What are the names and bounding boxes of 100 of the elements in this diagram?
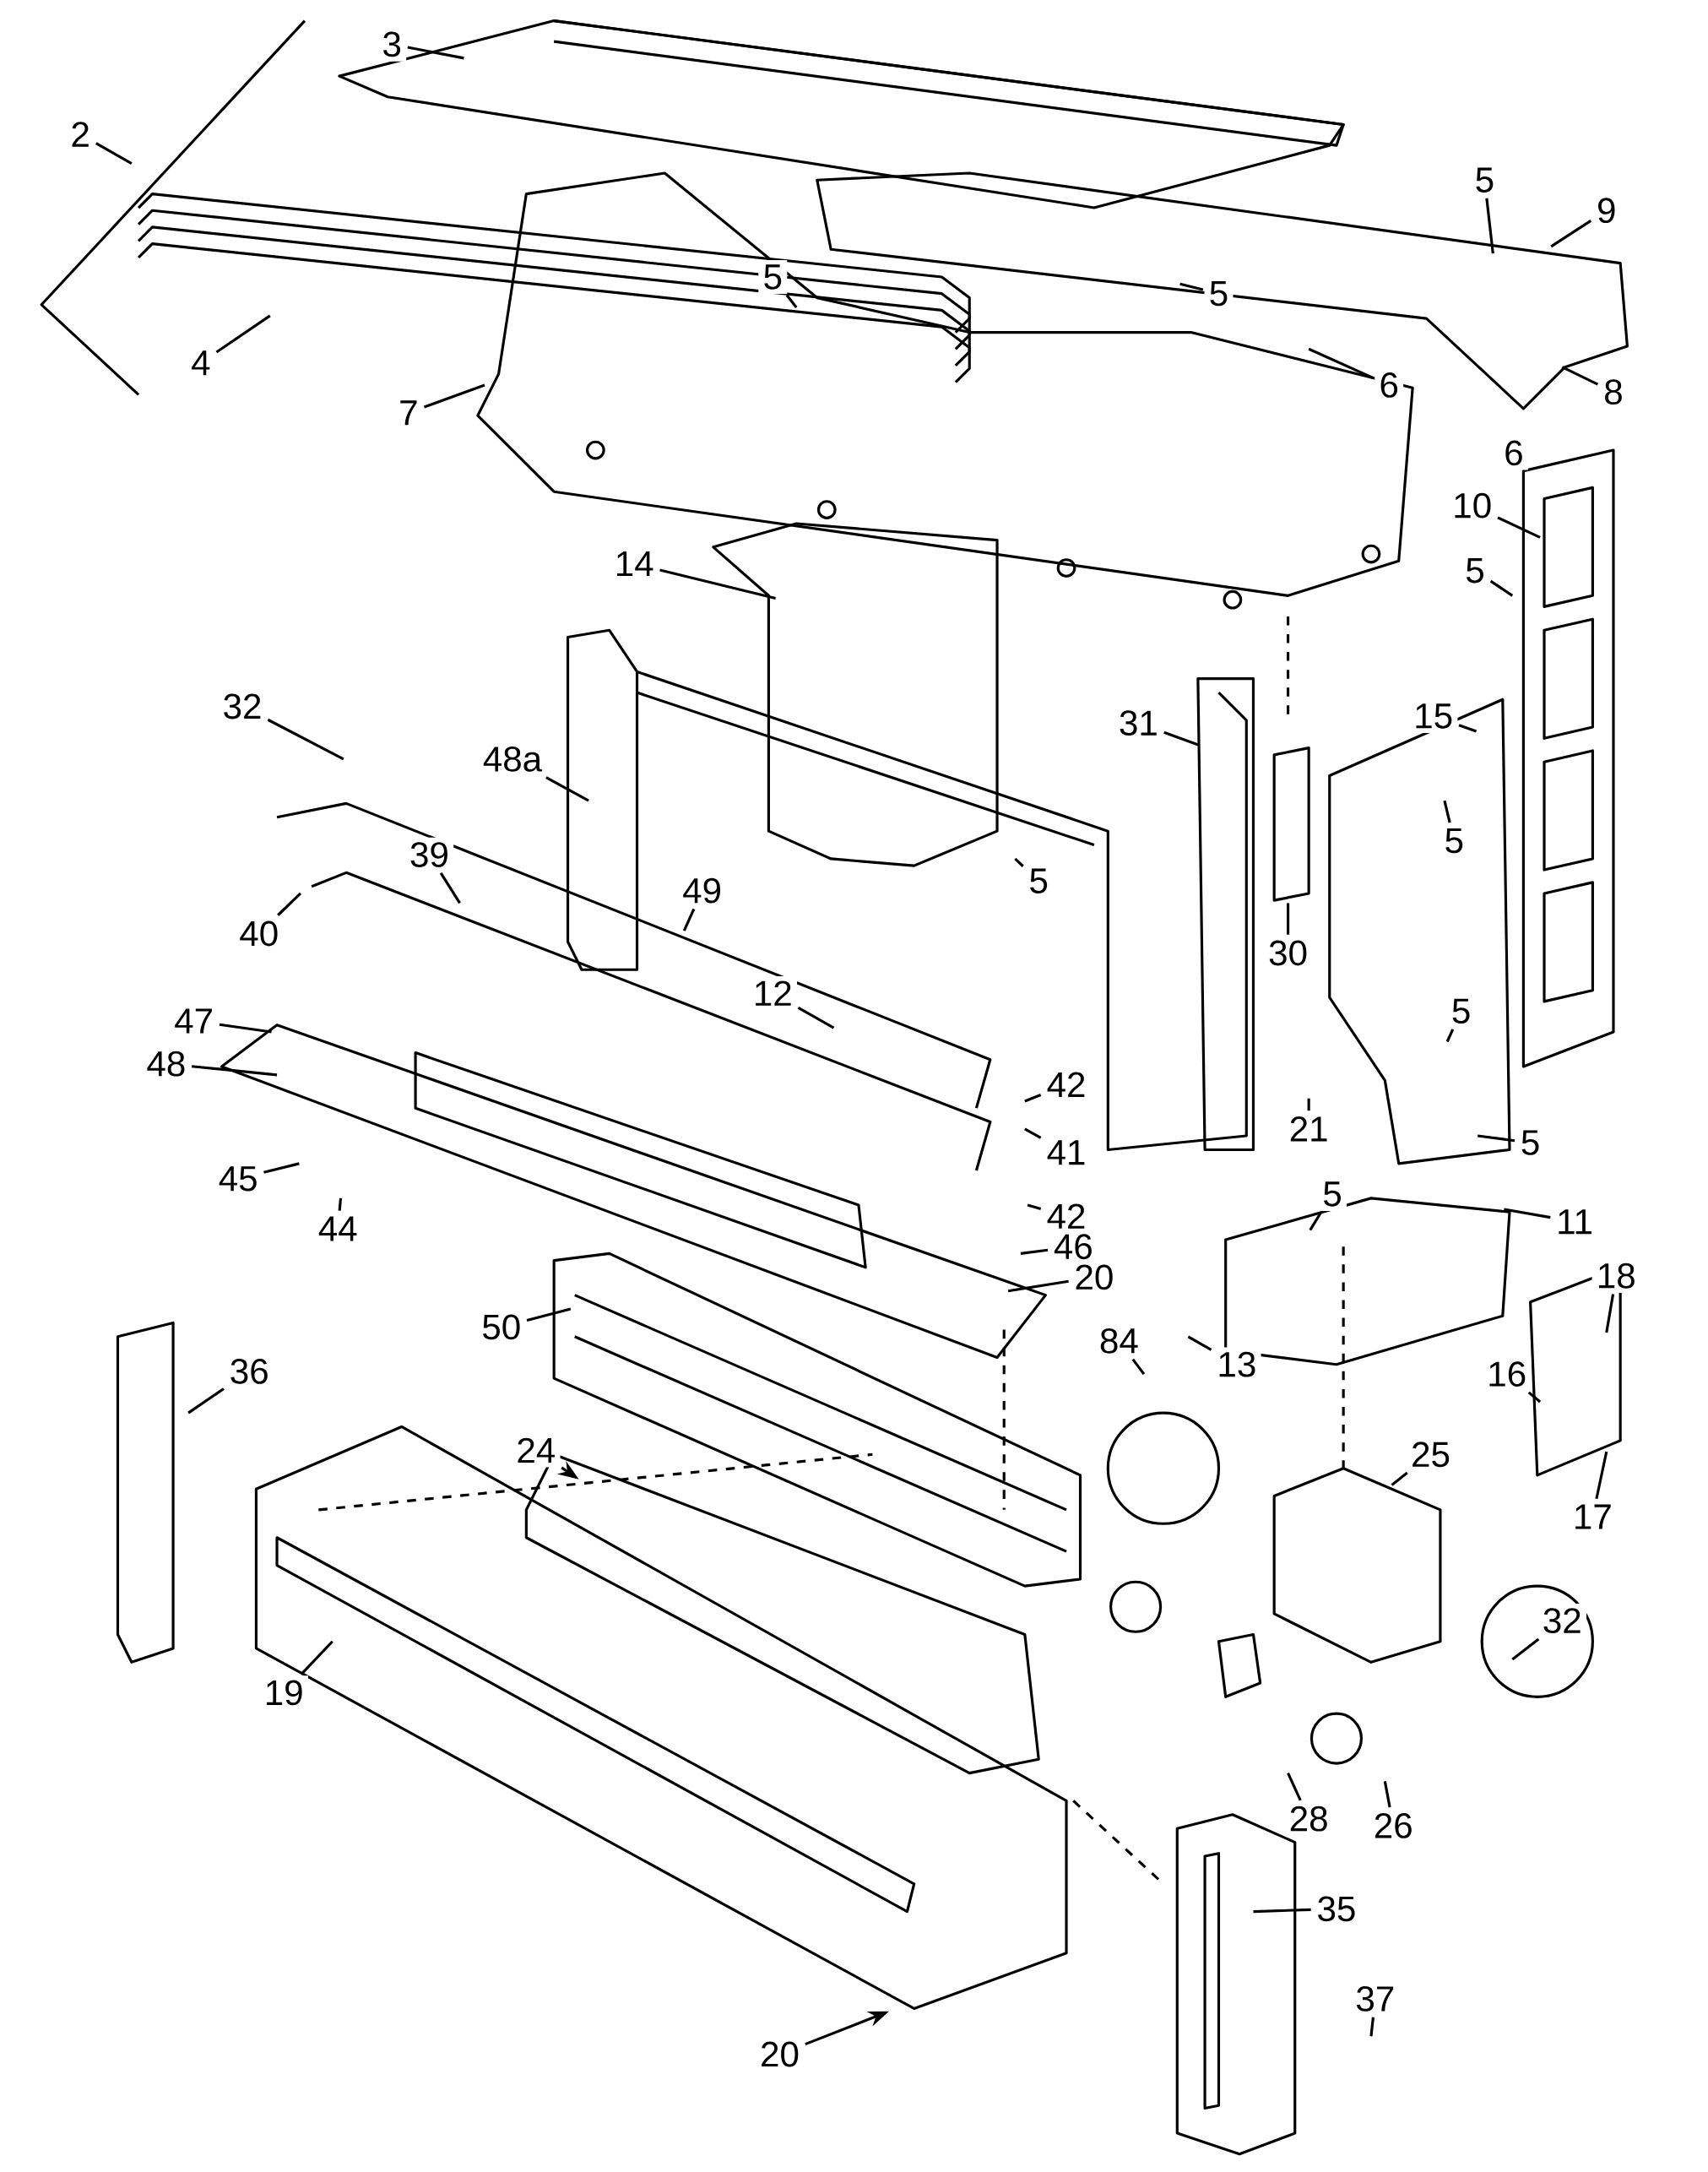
leader-line [300,1640,334,1675]
leader-line [1458,724,1478,733]
leader-line [1008,1279,1070,1293]
callout-number: 26 [1369,1808,1418,1843]
leader-line [1497,516,1541,539]
leader-line [215,314,271,354]
callout-number: 18 [1591,1258,1641,1293]
leader-line [1369,2017,1375,2037]
leader-line [219,1023,272,1034]
callout-number: 5 [1318,1177,1347,1211]
callout-number: 14 [610,546,659,581]
callout-number: 8 [1599,374,1629,410]
leader-line [1179,282,1204,291]
leader-line [1024,1127,1042,1139]
leader-line [1309,1211,1323,1231]
leader-line [1131,1358,1146,1376]
callout-number: 49 [678,873,727,908]
leader-line [267,718,344,761]
callout-number: 32 [1537,1603,1587,1638]
leader-line [1511,1637,1540,1661]
callout-number: 20 [756,2037,805,2072]
callout-number: 5 [1204,276,1234,311]
callout-number: 37 [1351,1981,1400,2017]
leader-line [1445,1029,1455,1043]
callout-number: 47 [170,1004,219,1038]
callout-number: 48a [478,741,547,777]
leader-line [1287,1772,1302,1801]
leader-line [1187,1335,1212,1351]
callout-number: 35 [1312,1892,1361,1926]
leader-line [1307,1098,1310,1111]
callout-number: 5 [1516,1126,1545,1160]
callout-number: 6 [1375,367,1404,403]
callout-number: 5 [758,260,788,294]
callout-number: 5 [1461,553,1490,588]
leader-line [1561,366,1599,386]
callout-number: 3 [377,27,407,62]
callout-number: 13 [1212,1347,1261,1382]
callout-number: 24 [512,1433,561,1468]
leader-line [187,1387,225,1415]
callout-number: 12 [748,976,798,1011]
callout-number: 7 [394,396,424,430]
callout-number: 10 [1448,488,1497,523]
callout-number: 21 [1284,1111,1334,1146]
leader-line [277,892,302,916]
callout-number: 5 [1446,994,1476,1029]
leader-line [1504,1208,1551,1219]
leader-line [683,908,696,931]
callout-number: 28 [1284,1801,1334,1836]
leader-line [785,294,798,309]
leader-line [1528,1391,1542,1404]
leader-line [1595,1451,1608,1500]
callout-number: 42 [1042,1067,1091,1102]
leader-line [1308,347,1375,380]
leader-line [1550,219,1592,248]
leader-line [659,568,777,600]
callout-number: 44 [313,1212,363,1246]
callout-number: 40 [235,916,284,951]
callout-number: 2 [66,117,95,151]
callout-number: 39 [405,837,454,872]
callout-number: 15 [1409,699,1458,733]
leader-line [263,1162,300,1174]
callout-number: 84 [1094,1323,1144,1358]
leader-line [545,776,590,802]
callout-number: 32 [218,689,267,724]
leader-line [192,1065,278,1077]
leader-line [407,46,464,60]
leader-line [338,1197,343,1211]
leader-line [1014,857,1024,867]
callout-number: 19 [259,1675,309,1710]
callout-number: 5 [1470,163,1499,198]
leader-line [1027,1203,1042,1210]
callout-number: 50 [477,1310,526,1344]
callout-number: 5 [1440,823,1469,858]
callout-number: 17 [1568,1500,1618,1534]
callout-number: 25 [1407,1437,1456,1472]
callout-number: 30 [1264,936,1313,970]
leader-line [95,142,133,165]
leader-line [1478,1134,1516,1143]
leader-line [526,1307,572,1322]
callout-number: 48 [142,1046,191,1081]
callout-number: 4 [187,345,216,380]
callout-number: 41 [1042,1135,1091,1170]
leader-line [1024,1093,1042,1103]
leader-line [1253,1908,1311,1914]
callout-number: 36 [225,1354,274,1389]
callout-number: 9 [1592,193,1621,228]
leader-line [1391,1471,1408,1486]
callout-number: 31 [1114,705,1163,741]
leader-line [1485,198,1495,254]
callout-number: 45 [214,1161,263,1196]
leader-line [440,872,462,904]
callout-number: 11 [1552,1204,1598,1239]
leader-line [798,1006,835,1029]
leader-line [1287,903,1290,935]
leader-line [1384,1781,1391,1808]
leader-line [1020,1248,1049,1255]
callout-number: 6 [1499,436,1529,470]
leader-line [1605,1294,1615,1333]
leader-line [1443,800,1451,823]
leader-line [1163,730,1201,747]
